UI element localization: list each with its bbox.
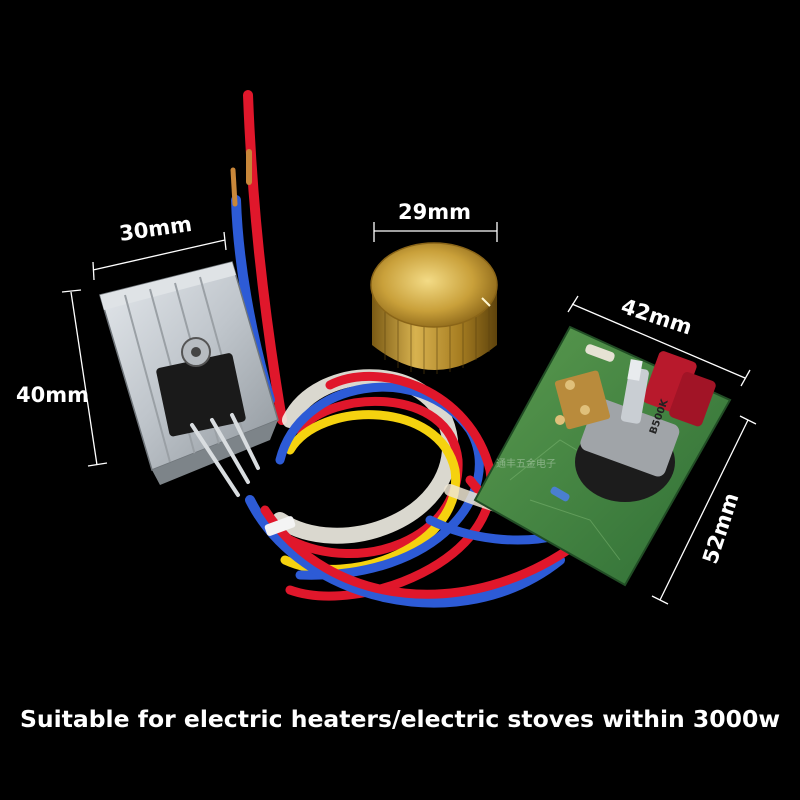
potentiometer [554, 359, 680, 502]
dim-line-52mm [651, 415, 757, 605]
dimension-label-knob-diameter: 29mm [398, 200, 471, 224]
red-capacitors [643, 351, 716, 427]
dim-line-29mm [373, 222, 498, 242]
pcb-board [473, 325, 732, 587]
dim-line-40mm [61, 289, 108, 467]
dimension-lines [61, 222, 757, 605]
dim-line-30mm [92, 231, 227, 281]
caption-text: Suitable for electric heaters/electric s… [19, 705, 781, 733]
gold-knob [370, 242, 498, 374]
dim-line-42mm [567, 295, 751, 387]
dimension-label-heatsink-height: 40mm [16, 383, 89, 407]
watermark-text: 通丰五金电子 [496, 459, 556, 470]
triac [156, 337, 260, 497]
